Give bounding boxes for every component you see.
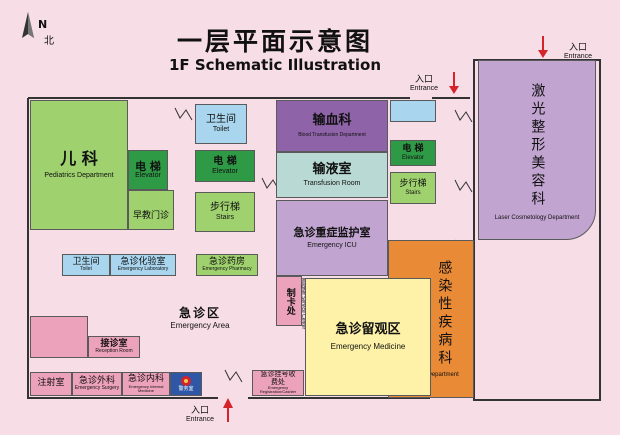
entrance-3-zh: 入口 bbox=[190, 406, 209, 416]
elevator-mid: 电 梯 Elevator bbox=[195, 150, 255, 182]
elevator-mid-en: Elevator bbox=[212, 167, 238, 175]
compass-letter: N bbox=[38, 18, 48, 31]
stairs-right-en: Stairs bbox=[405, 189, 421, 196]
toilet-low-zh: 卫生间 bbox=[72, 256, 100, 267]
internal-zh: 急诊内科 bbox=[127, 374, 164, 385]
lab-en: Emergency Laboratory bbox=[117, 266, 169, 273]
emergency-registration: 急诊挂号收费处 Emergency Registration/Cashier bbox=[252, 370, 304, 396]
icu-en: Emergency ICU bbox=[307, 241, 357, 249]
elevator-left-en: Elevator bbox=[135, 172, 161, 180]
transfusion-dept-zh: 输血科 bbox=[312, 112, 352, 128]
registration-zh: 急诊挂号收费处 bbox=[260, 370, 296, 386]
entrance-1-zh: 入口 bbox=[414, 75, 433, 85]
emergency-pharmacy: 急诊药房 Emergency Pharmacy bbox=[196, 254, 258, 276]
pink-block bbox=[30, 316, 88, 358]
early-clinic-zh: 早教门诊 bbox=[132, 211, 169, 222]
police-badge-icon bbox=[181, 376, 191, 387]
observation-en: Emergency Medicine bbox=[330, 341, 406, 351]
stairs-right-zh: 步行梯 bbox=[399, 179, 427, 190]
transfusion-room: 输液室 Transfusion Room bbox=[276, 152, 388, 198]
north-arrow-icon bbox=[22, 12, 34, 38]
police-room: 警务室 bbox=[170, 372, 202, 396]
pediatrics-department: 儿 科 Pediatrics Department bbox=[30, 100, 128, 230]
corridor-blue-top bbox=[390, 100, 436, 122]
elevator-right-zh: 电 梯 bbox=[402, 144, 424, 155]
transfusion-dept-en: Blood Transfusion Department bbox=[298, 132, 366, 139]
map-title-en: 1F Schematic Illustration bbox=[168, 56, 382, 74]
mgmt-zh: 制卡处 bbox=[284, 287, 295, 315]
surgery-zh: 急诊外科 bbox=[78, 375, 115, 386]
stairs-mid: 步行梯 Stairs bbox=[195, 192, 255, 232]
police-zh: 警务室 bbox=[178, 386, 194, 393]
pharmacy-zh: 急诊药房 bbox=[208, 256, 245, 267]
elevator-left-zh: 电 梯 bbox=[135, 159, 161, 173]
transfusion-room-en: Transfusion Room bbox=[303, 179, 361, 187]
toilet-top: 卫生间 Toilet bbox=[195, 104, 247, 144]
toilet-top-en: Toilet bbox=[212, 125, 230, 133]
reception-room: 接诊室 Reception Room bbox=[88, 336, 140, 358]
laser-label-zh: 激光整形美容科 bbox=[529, 82, 546, 209]
stairs-mid-en: Stairs bbox=[216, 213, 234, 221]
emergency-internal-medicine: 急诊内科 Emergency Internal Medicine bbox=[122, 372, 170, 396]
compass-label: 北 bbox=[44, 36, 54, 47]
map-title-zh: 一层平面示意图 bbox=[176, 27, 373, 56]
elevator-mid-zh: 电 梯 bbox=[213, 156, 237, 168]
lab-zh: 急诊化验室 bbox=[120, 256, 166, 267]
emergency-area-zh: 急诊区 bbox=[178, 306, 221, 320]
laser-cosmetology-department: 激光整形美容科 Laser Cosmetology Department bbox=[478, 60, 596, 240]
stairs-right: 步行梯 Stairs bbox=[390, 172, 436, 204]
reception-zh: 接诊室 bbox=[100, 338, 128, 349]
early-education-clinic: 早教门诊 bbox=[128, 190, 174, 230]
pharmacy-en: Emergency Pharmacy bbox=[202, 266, 252, 273]
entrance-arrow-icon bbox=[223, 398, 233, 422]
mgmt-en: Magnet Service Center bbox=[300, 278, 306, 330]
toilet-low: 卫生间 Toilet bbox=[62, 254, 110, 276]
elevator-right: 电 梯 Elevator bbox=[390, 140, 436, 166]
elevator-left: 电 梯 Elevator bbox=[128, 150, 168, 190]
stairs-mid-zh: 步行梯 bbox=[210, 202, 240, 214]
emergency-laboratory: 急诊化验室 Emergency Laboratory bbox=[110, 254, 176, 276]
entrance-top-right: 入口 Entrance bbox=[556, 40, 600, 60]
entrance-1-en: Entrance bbox=[409, 85, 439, 92]
toilet-low-en: Toilet bbox=[80, 266, 92, 273]
laser-label-en: Laser Cosmetology Department bbox=[494, 214, 580, 221]
emergency-area-en: Emergency Area bbox=[170, 321, 230, 330]
transfusion-room-zh: 输液室 bbox=[312, 162, 352, 177]
entrance-arrow-icon bbox=[538, 36, 548, 58]
surgery-en: Emergency Surgery bbox=[74, 385, 120, 392]
icu-zh: 急诊重症监护室 bbox=[293, 226, 371, 240]
pediatrics-label-en: Pediatrics Department bbox=[44, 171, 114, 179]
emergency-observation-area: 急诊留观区 Emergency Medicine bbox=[305, 278, 431, 396]
injection-zh: 注射室 bbox=[37, 378, 65, 389]
reception-en: Reception Room bbox=[95, 348, 133, 355]
injection-room: 注射室 bbox=[30, 372, 72, 396]
toilet-top-zh: 卫生间 bbox=[206, 114, 236, 126]
registration-en: Emergency Registration/Cashier bbox=[259, 385, 297, 395]
emergency-surgery: 急诊外科 Emergency Surgery bbox=[72, 372, 122, 396]
emergency-icu: 急诊重症监护室 Emergency ICU bbox=[276, 200, 388, 276]
entrance-2-zh: 入口 bbox=[568, 43, 587, 53]
card-service-desk: 制卡处 bbox=[276, 276, 302, 326]
pediatrics-label-zh: 儿 科 bbox=[60, 148, 98, 168]
elevator-right-en: Elevator bbox=[401, 154, 424, 161]
entrance-3-en: Entrance bbox=[185, 416, 215, 423]
compass: N 北 bbox=[14, 8, 62, 48]
entrance-2-en: Entrance bbox=[563, 53, 593, 60]
entrance-arrow-icon bbox=[449, 72, 459, 94]
entrance-top-mid: 入口 Entrance bbox=[402, 72, 446, 92]
emergency-area: 急诊区 Emergency Area bbox=[160, 304, 240, 330]
internal-en: Emergency Internal Medicine bbox=[128, 383, 164, 393]
observation-zh: 急诊留观区 bbox=[335, 321, 401, 337]
blood-transfusion-department: 输血科 Blood Transfusion Department bbox=[276, 100, 388, 152]
entrance-bottom: 入口 Entrance bbox=[178, 403, 222, 423]
infection-zh: 感染性疾病科 bbox=[436, 259, 453, 368]
